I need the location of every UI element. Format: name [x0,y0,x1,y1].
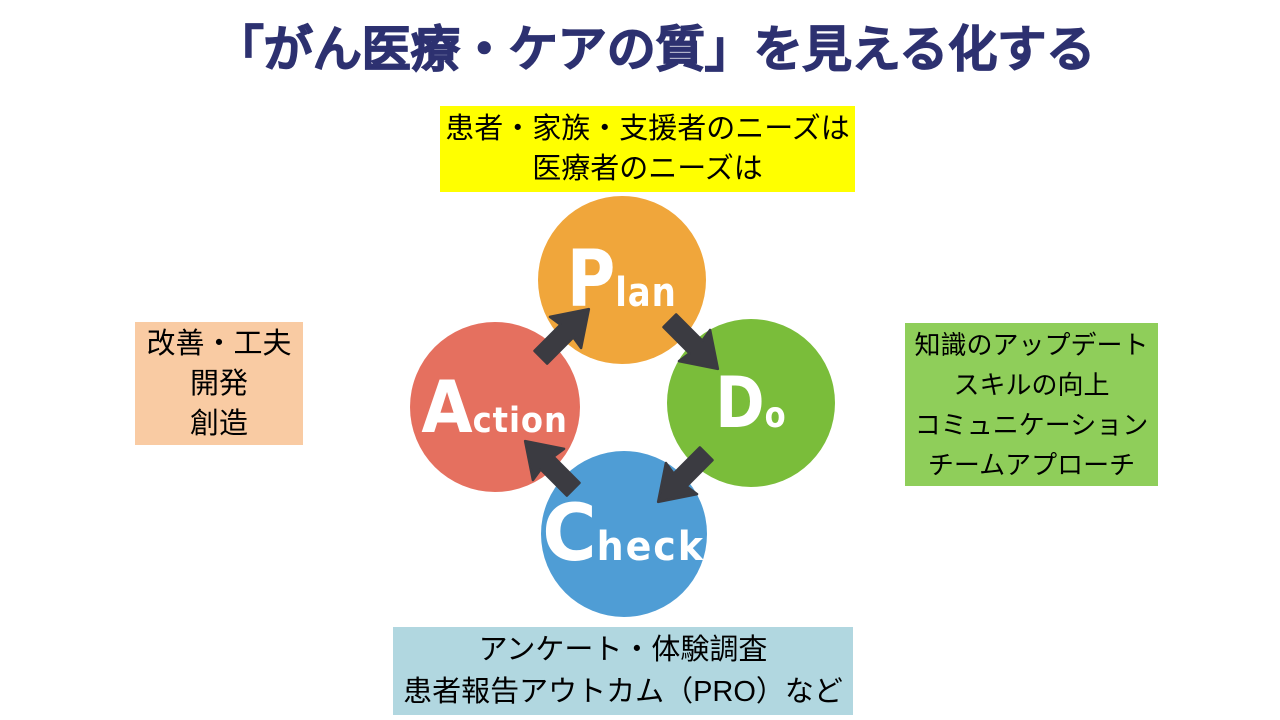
check-notes-line-2: 患者報告アウトカム（PRO）など [403,676,843,708]
slide-title: 「がん医療・ケアの質」を見える化する [214,22,1096,77]
action-notes-box: 改善・工夫 開発 創造 [135,322,303,445]
do-rest: o [764,395,787,436]
arrow-action-to-plan [533,307,591,365]
arrow-check-to-action [523,439,581,497]
action-notes-line-2: 開発 [189,367,248,400]
needs-line-2: 医療者のニーズは [532,153,763,185]
check-notes-box: アンケート・体験調査 患者報告アウトカム（PRO）など [393,627,853,715]
needs-box: 患者・家族・支援者のニーズは 医療者のニーズは [440,106,855,192]
action-notes-line-1: 改善・工夫 [146,327,292,360]
arrow-plan-to-do [662,313,720,371]
check-notes-line-1: アンケート・体験調査 [478,634,768,666]
check-rest: heck [597,524,706,570]
action-initial: A [421,365,474,449]
do-notes-line-1: 知識のアップデート [914,329,1149,360]
check-initial: C [542,489,598,579]
do-initial: D [715,362,765,444]
do-notes-line-2: スキルの向上 [953,369,1110,400]
action-rest: ction [473,401,569,441]
action-notes-line-3: 創造 [189,407,248,440]
plan-initial: P [567,235,616,325]
do-notes-line-3: コミュニケーション [914,409,1149,440]
plan-rest: lan [615,270,677,316]
needs-line-1: 患者・家族・支援者のニーズは [445,113,850,145]
do-notes-box: 知識のアップデート スキルの向上 コミュニケーション チームアプローチ [905,323,1158,486]
arrow-do-to-check [656,446,714,504]
do-notes-line-4: チームアプローチ [927,449,1136,480]
